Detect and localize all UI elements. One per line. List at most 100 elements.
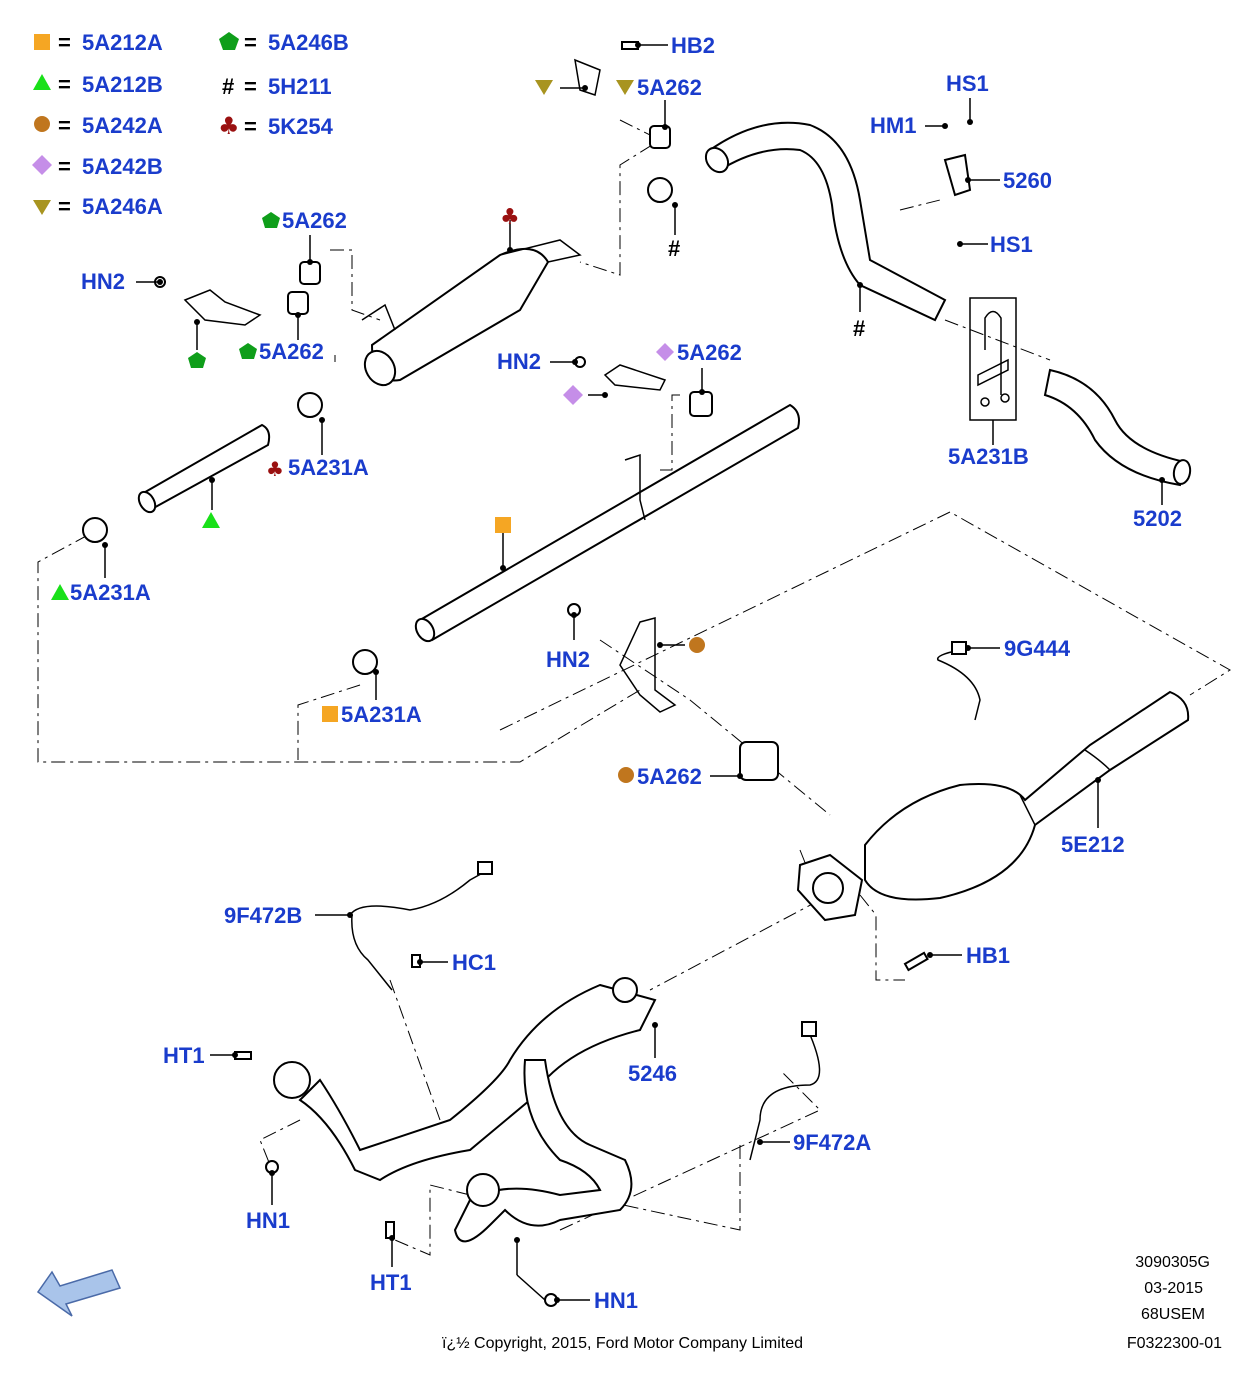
lilac-diamond-icon bbox=[563, 385, 583, 405]
brown-circle-icon bbox=[618, 767, 634, 783]
leader-lines bbox=[104, 44, 1163, 1301]
legend-eq: = bbox=[58, 194, 71, 219]
legend-brown-circle-icon bbox=[34, 116, 50, 132]
legend-club-icon: ♣ bbox=[218, 112, 240, 140]
green-pentagon-icon bbox=[188, 352, 206, 368]
legend-eq: = bbox=[58, 113, 71, 138]
tailpipe-upper bbox=[704, 121, 947, 322]
label-hc1: HC1 bbox=[452, 950, 496, 975]
leader-dots bbox=[102, 42, 1165, 1303]
clamp-5a231a-left bbox=[82, 517, 108, 543]
legend-code-5a242a: 5A242A bbox=[82, 113, 163, 138]
isolator-5a262-mid bbox=[689, 391, 713, 417]
clamp-5h211 bbox=[647, 177, 673, 203]
label-ht1-bottom: HT1 bbox=[370, 1270, 412, 1295]
diagram-meta: 3090305G 03-2015 68USEM F0322300-01 ï¿½ … bbox=[442, 1254, 1222, 1352]
isolator-5a262-left-bottom bbox=[287, 291, 309, 315]
label-5a231b: 5A231B bbox=[948, 444, 1029, 469]
hash-icon: # bbox=[853, 316, 865, 341]
figure-number: F0322300-01 bbox=[1127, 1335, 1222, 1352]
diagram-date: 03-2015 bbox=[1144, 1280, 1203, 1297]
orange-square-icon bbox=[322, 706, 338, 722]
front-direction-arrow-icon bbox=[36, 1269, 122, 1317]
label-9f472b: 9F472B bbox=[224, 903, 302, 928]
assembly-guide-lines bbox=[37, 119, 1231, 1256]
legend-eq: = bbox=[58, 30, 71, 55]
clamp-5a231a-club bbox=[297, 392, 323, 418]
label-5a231a-club: 5A231A bbox=[288, 455, 369, 480]
label-5a262-left-top: 5A262 bbox=[282, 208, 347, 233]
legend-code-5a246a: 5A246A bbox=[82, 194, 163, 219]
orange-square-icon bbox=[495, 517, 511, 533]
bolt-hb1 bbox=[903, 951, 929, 972]
legend-code-5a246b: 5A246B bbox=[268, 30, 349, 55]
label-5a262-left-bottom: 5A262 bbox=[259, 339, 324, 364]
tailpipe-5202 bbox=[1043, 368, 1192, 487]
flange-5e212 bbox=[796, 853, 864, 922]
label-hb2: HB2 bbox=[671, 33, 715, 58]
legend-eq: = bbox=[244, 30, 257, 55]
legend-code-5k254: 5K254 bbox=[268, 114, 334, 139]
brown-circle-icon bbox=[689, 637, 705, 653]
legend-code-5a242b: 5A242B bbox=[82, 154, 163, 179]
muffler-5k254 bbox=[361, 239, 582, 387]
oxygen-sensor-9g444 bbox=[936, 641, 981, 721]
legend-code-5h211: 5H211 bbox=[268, 74, 332, 99]
label-ht1-left: HT1 bbox=[163, 1043, 205, 1068]
label-hn1-left: HN1 bbox=[246, 1208, 290, 1233]
u-bolt-clamp-5a231b bbox=[969, 297, 1017, 421]
club-icon: ♣ bbox=[266, 457, 284, 481]
label-5a262-mid: 5A262 bbox=[677, 340, 742, 365]
pipe-5a212a bbox=[414, 403, 800, 643]
diagram-code: 3090305G bbox=[1135, 1254, 1210, 1271]
legend-eq: = bbox=[244, 114, 257, 139]
part-labels: HB2 5A262 HS1 HM1 5260 HS1 5A262 5A262 H… bbox=[70, 33, 1182, 1313]
label-hs1-bottom: HS1 bbox=[990, 232, 1033, 257]
hanger-bracket-5a246b bbox=[183, 289, 262, 326]
label-hs1-top: HS1 bbox=[946, 71, 989, 96]
legend-eq: = bbox=[244, 74, 257, 99]
label-hn2-left: HN2 bbox=[81, 269, 125, 294]
label-9g444: 9G444 bbox=[1004, 636, 1071, 661]
hash-icon: # bbox=[668, 236, 680, 261]
label-hn2-lower: HN2 bbox=[546, 647, 590, 672]
label-5246: 5246 bbox=[628, 1061, 677, 1086]
olive-triangle-down-icon bbox=[535, 80, 553, 95]
hanger-5260 bbox=[943, 153, 972, 197]
y-pipe-5246 bbox=[273, 977, 657, 1243]
oxygen-sensor-9f472b bbox=[349, 861, 493, 991]
legend-code-5a212a: 5A212A bbox=[82, 30, 163, 55]
legend-green-triangle-icon bbox=[33, 74, 51, 90]
legend-eq: = bbox=[58, 154, 71, 179]
legend-olive-triangle-down-icon bbox=[33, 200, 51, 215]
label-5a262-brown: 5A262 bbox=[637, 764, 702, 789]
isolator-5a262-top bbox=[649, 125, 671, 149]
legend-green-pentagon-icon bbox=[219, 32, 239, 50]
legend-eq: = bbox=[58, 72, 71, 97]
isolator-5a262-left-top bbox=[299, 261, 321, 285]
green-pentagon-icon bbox=[239, 343, 257, 359]
hanger-bracket-5a242a bbox=[619, 617, 677, 713]
label-9f472a: 9F472A bbox=[793, 1130, 871, 1155]
label-5202: 5202 bbox=[1133, 506, 1182, 531]
legend: = 5A212A = 5A212B = 5A242A = 5A242B = 5A… bbox=[32, 30, 349, 219]
copyright-notice: ï¿½ Copyright, 2015, Ford Motor Company … bbox=[442, 1335, 803, 1352]
label-hb1: HB1 bbox=[966, 943, 1010, 968]
diagram-model: 68USEM bbox=[1141, 1306, 1205, 1323]
label-5e212: 5E212 bbox=[1061, 832, 1125, 857]
clamp-5a231a-square bbox=[352, 649, 378, 675]
pipe-5a212b bbox=[137, 423, 271, 514]
label-5a262-top: 5A262 bbox=[637, 75, 702, 100]
legend-lilac-diamond-icon bbox=[32, 155, 52, 175]
legend-hash-icon: # bbox=[222, 74, 234, 99]
green-triangle-icon bbox=[51, 584, 69, 600]
olive-triangle-down-icon bbox=[616, 80, 634, 95]
hanger-bracket-5a246a bbox=[574, 58, 601, 96]
oxygen-sensor-9f472a bbox=[749, 1021, 821, 1161]
green-triangle-icon bbox=[202, 512, 220, 528]
lilac-diamond-icon bbox=[656, 343, 674, 361]
callout-symbols: ♣ ♣ # # bbox=[51, 80, 865, 783]
legend-orange-square-icon bbox=[34, 34, 50, 50]
label-hn2-mid: HN2 bbox=[497, 349, 541, 374]
